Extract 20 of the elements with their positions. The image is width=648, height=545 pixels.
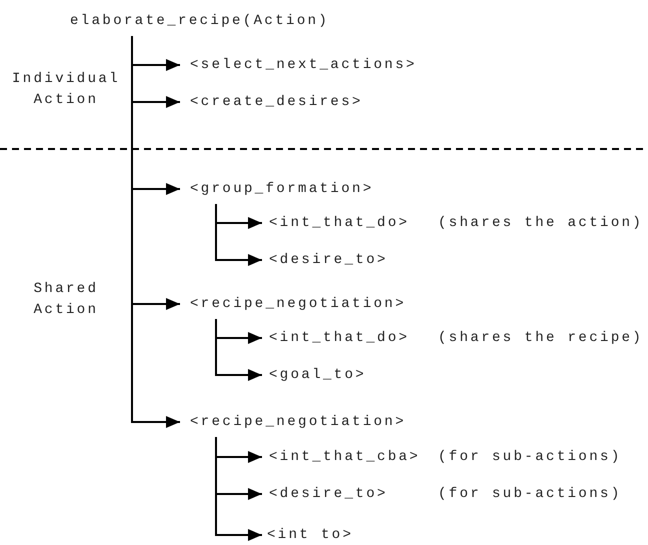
annotation: (shares the recipe) (438, 330, 644, 346)
node-label: <desire_to> (269, 486, 388, 502)
node-label: <select_next_actions> (190, 57, 417, 73)
node-label: <desire_to> (269, 252, 388, 268)
node-label: <goal_to> (269, 367, 366, 383)
node-label: <recipe_negotiation> (190, 414, 406, 430)
section-label: Shared Action (32, 280, 100, 320)
node-label: <int to> (267, 527, 354, 543)
arrow (131, 36, 180, 428)
annotation: (for sub-actions) (438, 449, 622, 465)
annotation: (shares the action) (438, 215, 644, 231)
node-label: <int_that_do> (269, 215, 410, 231)
node-label: <create_desires> (190, 94, 363, 110)
node-label: <recipe_negotiation> (190, 296, 406, 312)
node-label: elaborate_recipe(Action) (70, 13, 330, 29)
section-label: Individual Action (10, 70, 121, 110)
annotation: (for sub-actions) (438, 486, 622, 502)
node-label: <group_formation> (190, 181, 374, 197)
node-label: <int_that_do> (269, 330, 410, 346)
node-label: <int_that_cba> (269, 449, 420, 465)
